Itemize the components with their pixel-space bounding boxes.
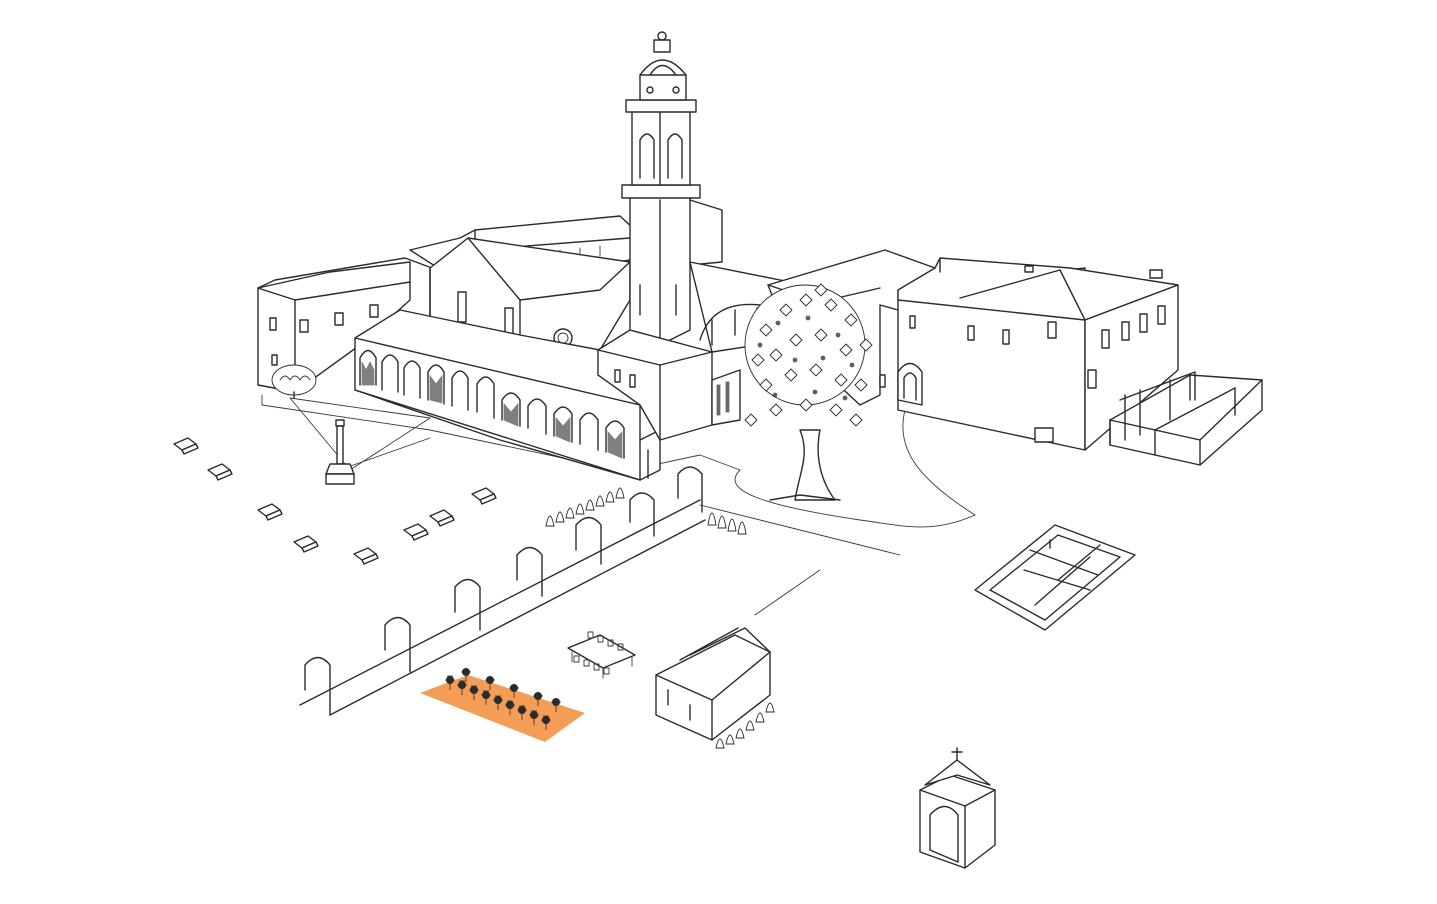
marquee-tent[interactable] xyxy=(655,627,775,749)
bell-tower-icon[interactable] xyxy=(621,31,723,346)
tennis-court[interactable] xyxy=(974,524,1136,631)
small-tree-icon xyxy=(271,364,317,399)
pergola-icon[interactable] xyxy=(1109,371,1263,466)
cypress-row xyxy=(545,487,747,535)
banquet-table[interactable] xyxy=(567,631,636,679)
vineyard[interactable] xyxy=(420,668,585,742)
church-annex[interactable] xyxy=(597,329,713,441)
cloister-arcade[interactable] xyxy=(354,309,661,481)
deck-chairs xyxy=(173,437,497,565)
tree-icon[interactable] xyxy=(744,283,873,501)
column-monument xyxy=(325,419,355,485)
arched-wall[interactable] xyxy=(299,466,706,716)
chapel-icon[interactable] xyxy=(919,747,996,869)
